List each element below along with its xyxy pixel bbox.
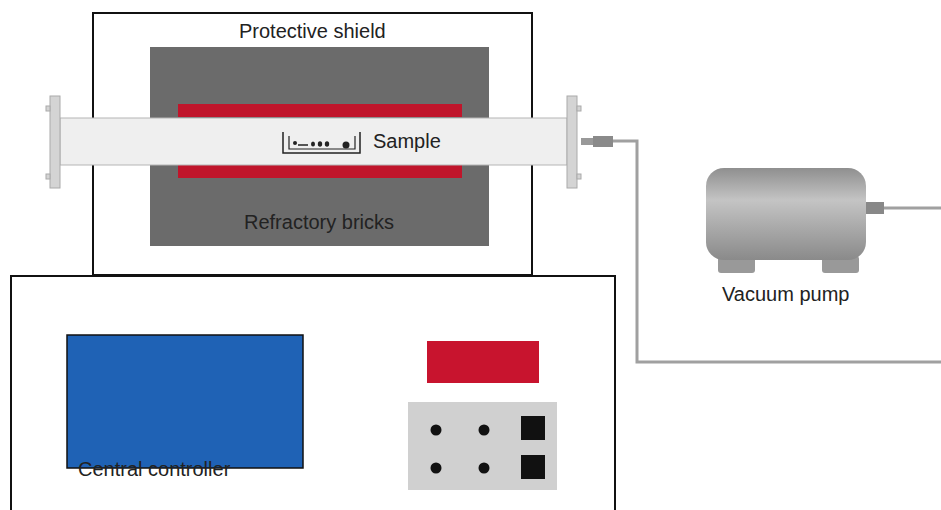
pump-foot: [718, 256, 755, 273]
heating-element: [178, 104, 462, 117]
node-label: Central controller: [78, 458, 230, 481]
pipe-connector: [581, 138, 593, 145]
protective-shield: Protective shieldRefractory bricks: [92, 12, 533, 276]
node-label: Vacuum pump: [722, 283, 849, 306]
temperature-display: [427, 341, 539, 383]
button-panel: [408, 402, 557, 490]
vacuum-pipe: [613, 141, 941, 362]
node-label: Protective shield: [239, 20, 386, 43]
control-knob: [431, 416, 546, 479]
flange: [46, 96, 581, 188]
pump-body: [706, 168, 866, 260]
sample-boat: [283, 132, 360, 153]
pipe-connector: [593, 136, 613, 147]
node-label: Refractory bricks: [244, 211, 394, 234]
vacuum-pump: Vacuum pump: [700, 160, 872, 310]
furnace-tube: [60, 118, 567, 165]
sample-label: Sample: [373, 130, 441, 153]
vacuum-pipe: [884, 207, 941, 210]
pump-foot: [822, 256, 859, 273]
heating-element: [178, 165, 462, 178]
pump-nozzle: [866, 202, 884, 214]
controller-screen: [67, 335, 303, 468]
central-controller: Central controller: [10, 275, 616, 510]
